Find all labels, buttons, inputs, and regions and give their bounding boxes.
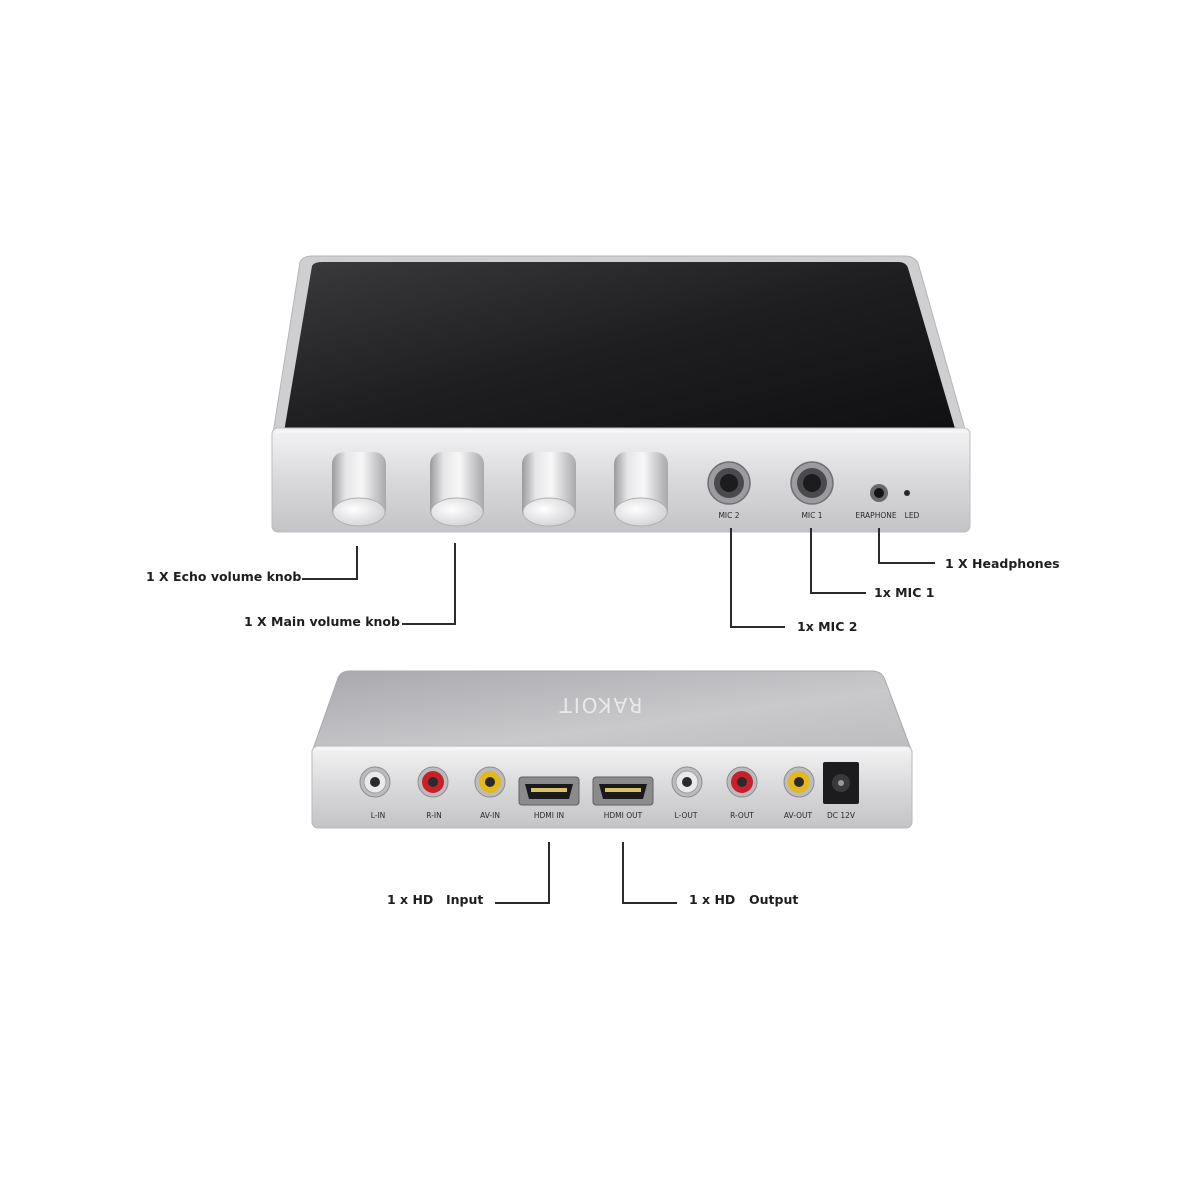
av-in-label: AV-IN bbox=[480, 811, 500, 820]
l-out-rca-jack[interactable] bbox=[671, 766, 703, 798]
r-in-rca-jack[interactable] bbox=[417, 766, 449, 798]
av-in-rca-jack[interactable] bbox=[474, 766, 506, 798]
led-port-label: LED bbox=[905, 511, 920, 520]
main-knob-callout: 1 X Main volume knob bbox=[244, 614, 400, 629]
mic1-leader bbox=[810, 528, 866, 594]
av-out-label: AV-OUT bbox=[784, 811, 813, 820]
mic2-leader bbox=[730, 528, 785, 628]
mic1-callout: 1x MIC 1 bbox=[874, 585, 934, 600]
glass-top-panel bbox=[284, 262, 956, 432]
hdmi-in-port[interactable] bbox=[518, 776, 580, 806]
r-in-label: R-IN bbox=[426, 811, 441, 820]
earphone-jack[interactable] bbox=[870, 484, 888, 502]
led-indicator bbox=[904, 490, 910, 496]
hd-output-qty-callout: 1 x HD bbox=[689, 892, 735, 907]
earphone-port-label: ERAPHONE bbox=[855, 511, 896, 520]
mic1-port-label: MIC 1 bbox=[801, 511, 822, 520]
mic2-callout: 1x MIC 2 bbox=[797, 619, 857, 634]
r-out-rca-jack[interactable] bbox=[726, 766, 758, 798]
mic2-port-label: MIC 2 bbox=[718, 511, 739, 520]
mic1-jack[interactable] bbox=[790, 461, 834, 505]
echo-knob-callout: 1 X Echo volume knob bbox=[146, 569, 301, 584]
hd-input-qty-callout: 1 x HD bbox=[387, 892, 433, 907]
dc-label: DC 12V bbox=[827, 811, 856, 820]
hd-input-word-callout: Input bbox=[446, 892, 483, 907]
brand-logo: RAKOIT bbox=[558, 693, 643, 717]
main-volume-knob[interactable] bbox=[430, 452, 484, 527]
headphones-leader bbox=[878, 528, 935, 564]
rear-device: RAKOIT bbox=[311, 670, 913, 829]
l-in-label: L-IN bbox=[371, 811, 386, 820]
hd-output-word-callout: Output bbox=[749, 892, 798, 907]
rear-top-surface bbox=[311, 670, 913, 753]
headphones-callout: 1 X Headphones bbox=[945, 556, 1060, 571]
l-out-label: L-OUT bbox=[675, 811, 698, 820]
av-out-rca-jack[interactable] bbox=[783, 766, 815, 798]
hdmi-out-label: HDMI OUT bbox=[604, 811, 643, 820]
main-knob-leader bbox=[402, 543, 456, 625]
hd-output-leader bbox=[622, 842, 677, 904]
knob-3[interactable] bbox=[522, 452, 576, 527]
knob-4[interactable] bbox=[614, 452, 668, 527]
hdmi-in-label: HDMI IN bbox=[534, 811, 564, 820]
mic2-jack[interactable] bbox=[707, 461, 751, 505]
l-in-rca-jack[interactable] bbox=[359, 766, 391, 798]
echo-knob-leader bbox=[302, 546, 358, 580]
dc-power-jack[interactable] bbox=[823, 762, 859, 804]
echo-volume-knob[interactable] bbox=[332, 452, 386, 527]
r-out-label: R-OUT bbox=[730, 811, 754, 820]
hdmi-out-port[interactable] bbox=[592, 776, 654, 806]
hd-input-leader bbox=[495, 842, 550, 904]
front-device: MIC 2 MIC 1 ERAPHONE LED bbox=[271, 255, 971, 533]
